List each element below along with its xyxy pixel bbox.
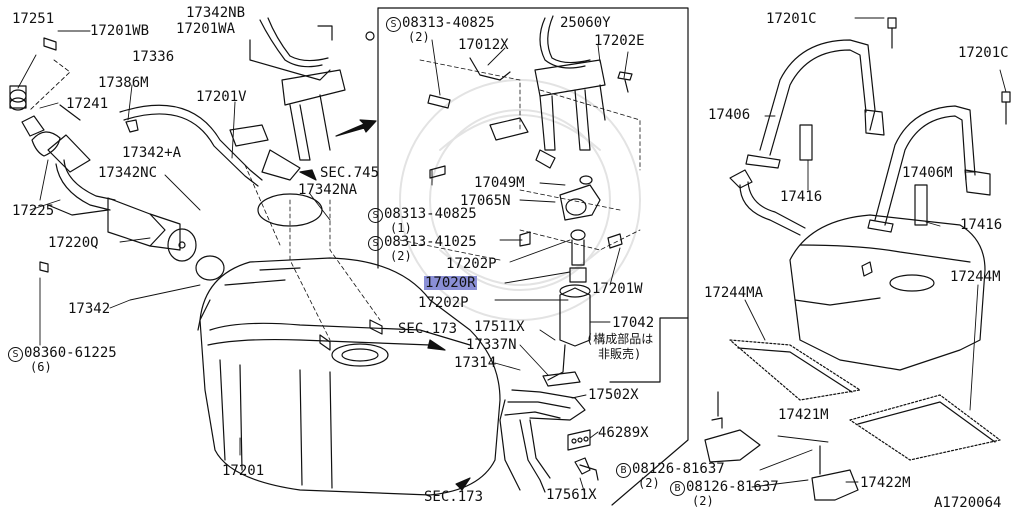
section-ref-173-a: SEC.173 bbox=[398, 321, 458, 337]
part-label-17225: 17225 bbox=[12, 203, 55, 219]
bolt-qty-08126-b: (2) bbox=[692, 494, 714, 508]
pump-assembly bbox=[427, 15, 633, 169]
brackets-right bbox=[704, 391, 859, 501]
fuel-filter-parts bbox=[429, 165, 623, 387]
fuel-lines-lower bbox=[499, 389, 599, 493]
bolt-qty-08360: (6) bbox=[30, 360, 52, 374]
bolt-qty-08313-b: (1) bbox=[390, 221, 412, 235]
bolt-qty-08313-a: (2) bbox=[408, 30, 430, 44]
part-label-17314: 17314 bbox=[454, 355, 497, 371]
fuel-tank bbox=[197, 257, 501, 496]
section-ref-745: SEC.745 bbox=[320, 165, 380, 181]
part-label-17201wb: 17201WB bbox=[90, 23, 150, 39]
part-label-17386m: 17386M bbox=[98, 75, 149, 91]
part-label-17416-b: 17416 bbox=[960, 217, 1003, 233]
part-label-17202p-b: 17202P bbox=[418, 295, 469, 311]
part-label-17201wa: 17201WA bbox=[176, 21, 236, 37]
part-label-17201v: 17201V bbox=[196, 89, 247, 105]
part-label-17042: 17042 bbox=[612, 315, 655, 331]
sender-unit bbox=[229, 17, 375, 227]
note-not-sold-2: 非販売) bbox=[598, 347, 642, 361]
part-label-17511x: 17511X bbox=[474, 319, 525, 335]
tank-straps bbox=[745, 17, 1011, 233]
insulator-pads bbox=[729, 339, 1001, 461]
s-mark-icon: S bbox=[368, 208, 383, 223]
part-label-17561x: 17561X bbox=[546, 487, 597, 503]
leader-lines-section bbox=[239, 39, 629, 495]
part-label-17201: 17201 bbox=[222, 463, 265, 479]
part-label-17406m: 17406M bbox=[902, 165, 953, 181]
part-label-17201w: 17201W bbox=[592, 281, 643, 297]
arrows bbox=[299, 119, 471, 491]
leader-lines-left bbox=[17, 30, 331, 346]
leader-lines-right bbox=[744, 17, 1007, 488]
exploded-view-frame bbox=[377, 7, 689, 506]
part-label-17342a: 17342+A bbox=[122, 145, 182, 161]
part-label-17416-a: 17416 bbox=[780, 189, 823, 205]
part-label-25060y: 25060Y bbox=[560, 15, 611, 31]
part-label-17502x: 17502X bbox=[588, 387, 639, 403]
part-label-17020r-highlighted[interactable]: 17020R bbox=[424, 275, 477, 291]
part-label-17202p-a: 17202P bbox=[446, 256, 497, 272]
part-label-17342nc: 17342NC bbox=[98, 165, 158, 181]
part-label-17342na: 17342NA bbox=[298, 182, 358, 198]
diagram-id: A1720064 bbox=[934, 495, 1002, 510]
part-label-17406: 17406 bbox=[708, 107, 751, 123]
part-label-46289x: 46289X bbox=[598, 425, 649, 441]
part-label-17202e: 17202E bbox=[594, 33, 645, 49]
s-mark-icon: S bbox=[368, 236, 383, 251]
fuel-tank-right bbox=[729, 169, 986, 371]
part-label-17012x: 17012X bbox=[458, 37, 509, 53]
part-label-17342: 17342 bbox=[68, 301, 111, 317]
filler-assembly bbox=[9, 37, 263, 281]
part-label-17342nb: 17342NB bbox=[186, 5, 246, 21]
s-mark-icon: S bbox=[8, 347, 23, 362]
b-mark-icon: B bbox=[616, 463, 631, 478]
part-label-17201c-b: 17201C bbox=[958, 45, 1009, 61]
part-label-17241: 17241 bbox=[66, 96, 109, 112]
part-label-17049m: 17049M bbox=[474, 175, 525, 191]
part-label-17244ma: 17244MA bbox=[704, 285, 764, 301]
dashed-guides bbox=[244, 59, 641, 341]
b-mark-icon: B bbox=[670, 481, 685, 496]
note-not-sold-1: (構成部品は bbox=[586, 332, 654, 346]
part-label-17422m: 17422M bbox=[860, 475, 911, 491]
part-label-17244m: 17244M bbox=[950, 269, 1001, 285]
s-mark-icon: S bbox=[386, 17, 401, 32]
part-label-17065n: 17065N bbox=[460, 193, 511, 209]
section-ref-173-b: SEC.173 bbox=[424, 489, 484, 505]
bolt-qty-08313-c: (2) bbox=[390, 249, 412, 263]
part-label-17220q: 17220Q bbox=[48, 235, 99, 251]
bolt-qty-08126-a: (2) bbox=[638, 476, 660, 490]
part-label-17201c-a: 17201C bbox=[766, 11, 817, 27]
part-label-17337n: 17337N bbox=[466, 337, 517, 353]
part-label-17251: 17251 bbox=[12, 11, 55, 27]
part-label-17336: 17336 bbox=[132, 49, 175, 65]
part-label-17421m: 17421M bbox=[778, 407, 829, 423]
